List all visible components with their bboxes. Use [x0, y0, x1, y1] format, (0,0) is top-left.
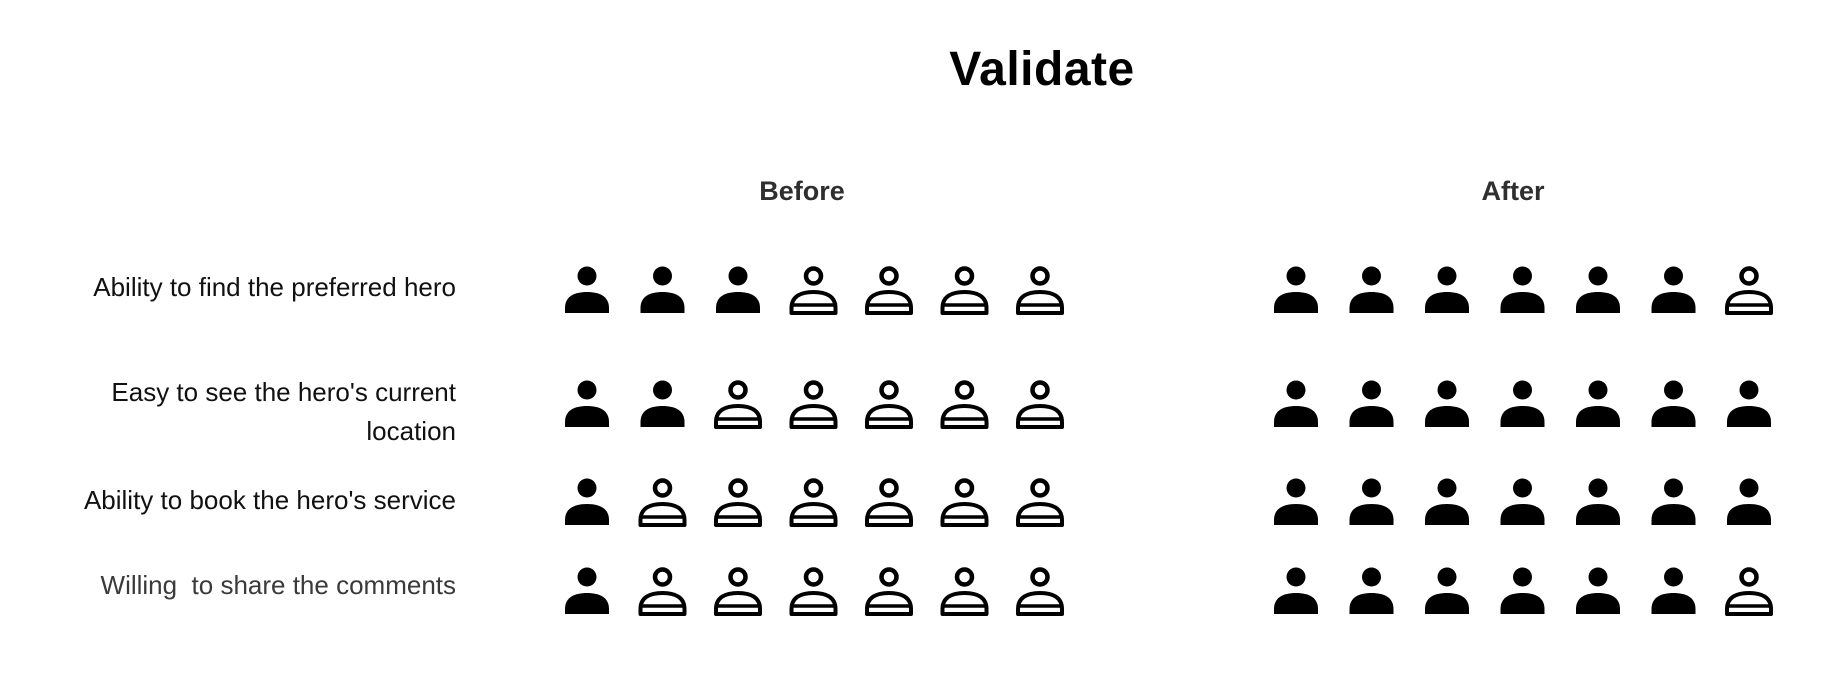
- row-label-hero-location: Easy to see the hero's current location: [111, 377, 456, 446]
- person-icon-after-row3-1-filled: [1274, 478, 1318, 525]
- person-icon-after-row1-4-filled: [1500, 266, 1545, 313]
- person-icon-before-row1-3-filled: [716, 266, 760, 313]
- person-icon-after-row3-7-filled: [1727, 478, 1771, 525]
- column-header-after: After: [1481, 176, 1545, 206]
- person-icon-before-row1-2-filled: [640, 266, 685, 313]
- row-label-find-hero: Ability to find the preferred hero: [93, 272, 456, 302]
- person-icon-after-row3-5-filled: [1576, 478, 1620, 525]
- person-icon-before-row3-7-outline: [1016, 478, 1064, 527]
- person-icon-before-row1-7-outline: [1016, 266, 1064, 315]
- person-icon-before-row4-7-outline: [1016, 567, 1064, 616]
- person-icon-before-row1-5-outline: [865, 266, 913, 315]
- person-icon-before-row4-5-outline: [865, 567, 913, 616]
- person-icon-before-row2-2-filled: [640, 380, 685, 427]
- person-icon-before-row4-3-outline: [714, 567, 762, 616]
- person-icon-before-row2-1-filled: [565, 380, 609, 427]
- person-icon-after-row4-4-filled: [1500, 567, 1545, 614]
- person-icon-before-row4-4-outline: [789, 567, 838, 616]
- person-icon-after-row1-7-outline: [1725, 266, 1773, 315]
- person-icon-after-row2-6-filled: [1651, 380, 1696, 427]
- person-icon-before-row2-3-outline: [714, 380, 762, 429]
- person-icon-after-row4-6-filled: [1651, 567, 1696, 614]
- person-icon-before-row1-6-outline: [940, 266, 989, 315]
- person-icon-after-row4-1-filled: [1274, 567, 1318, 614]
- column-header-before: Before: [759, 176, 845, 206]
- person-icon-before-row2-5-outline: [865, 380, 913, 429]
- person-icon-before-row2-6-outline: [940, 380, 989, 429]
- person-icon-before-row4-6-outline: [940, 567, 989, 616]
- person-icon-after-row2-5-filled: [1576, 380, 1620, 427]
- person-icon-before-row2-7-outline: [1016, 380, 1064, 429]
- person-icon-after-row4-3-filled: [1425, 567, 1469, 614]
- person-icon-after-row2-4-filled: [1500, 380, 1545, 427]
- person-icon-after-row3-6-filled: [1651, 478, 1696, 525]
- person-icon-after-row1-2-filled: [1349, 266, 1394, 313]
- person-icon-before-row3-4-outline: [789, 478, 838, 527]
- person-icon-after-row4-7-outline: [1725, 567, 1773, 616]
- person-icon-after-row3-2-filled: [1349, 478, 1394, 525]
- person-icon-after-row3-3-filled: [1425, 478, 1469, 525]
- person-icon-after-row1-3-filled: [1425, 266, 1469, 313]
- person-icon-before-row3-1-filled: [565, 478, 609, 525]
- person-icon-after-row2-3-filled: [1425, 380, 1469, 427]
- person-icon-after-row2-1-filled: [1274, 380, 1318, 427]
- person-icon-before-row3-6-outline: [940, 478, 989, 527]
- row-label-book-service: Ability to book the hero's service: [83, 485, 456, 515]
- person-icon-after-row1-1-filled: [1274, 266, 1318, 313]
- person-icon-after-row2-2-filled: [1349, 380, 1394, 427]
- person-icon-after-row4-5-filled: [1576, 567, 1620, 614]
- page-title: Validate: [949, 43, 1135, 96]
- person-icon-after-row4-2-filled: [1349, 567, 1394, 614]
- person-icon-before-row1-1-filled: [565, 266, 609, 313]
- row-label-share-comments: Willing to share the comments: [100, 570, 456, 600]
- person-icon-before-row3-2-outline: [638, 478, 687, 527]
- person-icon-before-row1-4-outline: [789, 266, 838, 315]
- person-icon-before-row3-5-outline: [865, 478, 913, 527]
- person-icon-before-row4-2-outline: [638, 567, 687, 616]
- person-icon-after-row1-6-filled: [1651, 266, 1696, 313]
- person-icon-after-row2-7-filled: [1727, 380, 1771, 427]
- person-icon-before-row2-4-outline: [789, 380, 838, 429]
- person-icon-before-row3-3-outline: [714, 478, 762, 527]
- person-icon-after-row3-4-filled: [1500, 478, 1545, 525]
- person-icon-after-row1-5-filled: [1576, 266, 1620, 313]
- person-icon-before-row4-1-filled: [565, 567, 609, 614]
